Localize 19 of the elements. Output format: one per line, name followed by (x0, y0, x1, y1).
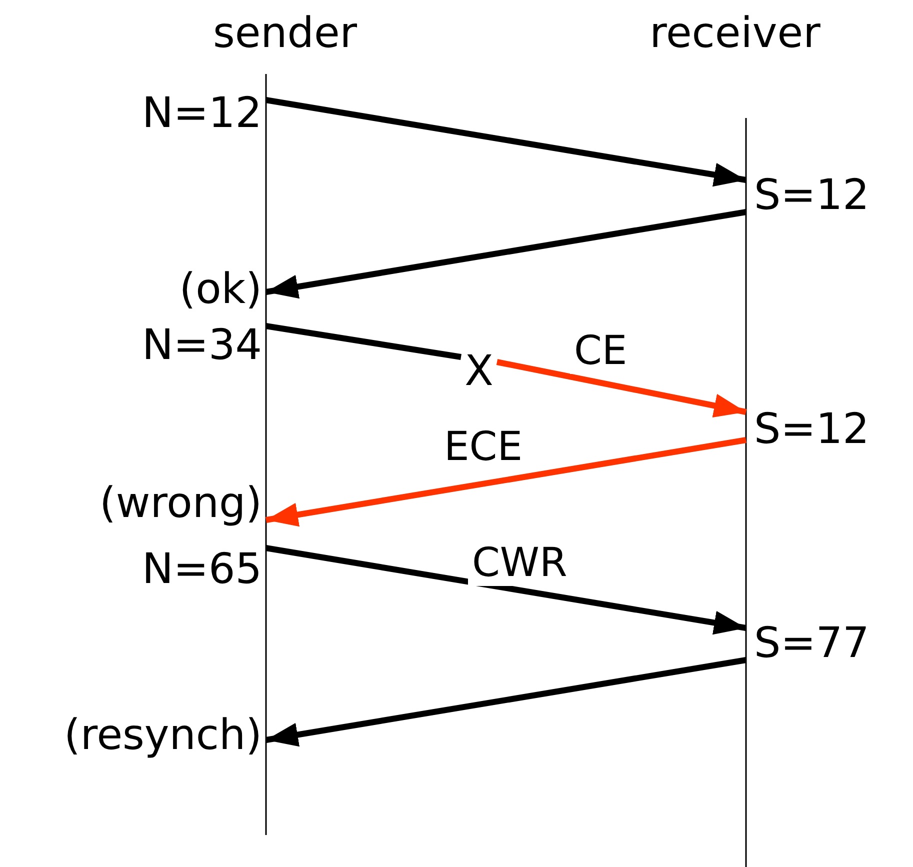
message-line (266, 323, 462, 360)
event-label: S=12 (746, 404, 906, 456)
event-label: (resynch) (6, 710, 266, 762)
message-arrow (266, 657, 746, 747)
event-label: (ok) (60, 264, 266, 316)
message-arrow (266, 97, 746, 187)
event-label: N=34 (60, 320, 266, 372)
mark-label: X (461, 346, 497, 396)
event-label: N=12 (60, 88, 266, 140)
lifeline-header: sender (170, 8, 400, 64)
message-arrow (266, 437, 746, 527)
message-arrow (266, 545, 746, 635)
event-label: S=12 (746, 170, 906, 222)
lifeline-header: receiver (610, 8, 860, 64)
event-label: S=77 (746, 618, 906, 670)
message-arrow (266, 209, 746, 299)
message-arrow (496, 359, 747, 418)
event-label: (wrong) (20, 478, 266, 530)
event-label: N=65 (60, 544, 266, 596)
